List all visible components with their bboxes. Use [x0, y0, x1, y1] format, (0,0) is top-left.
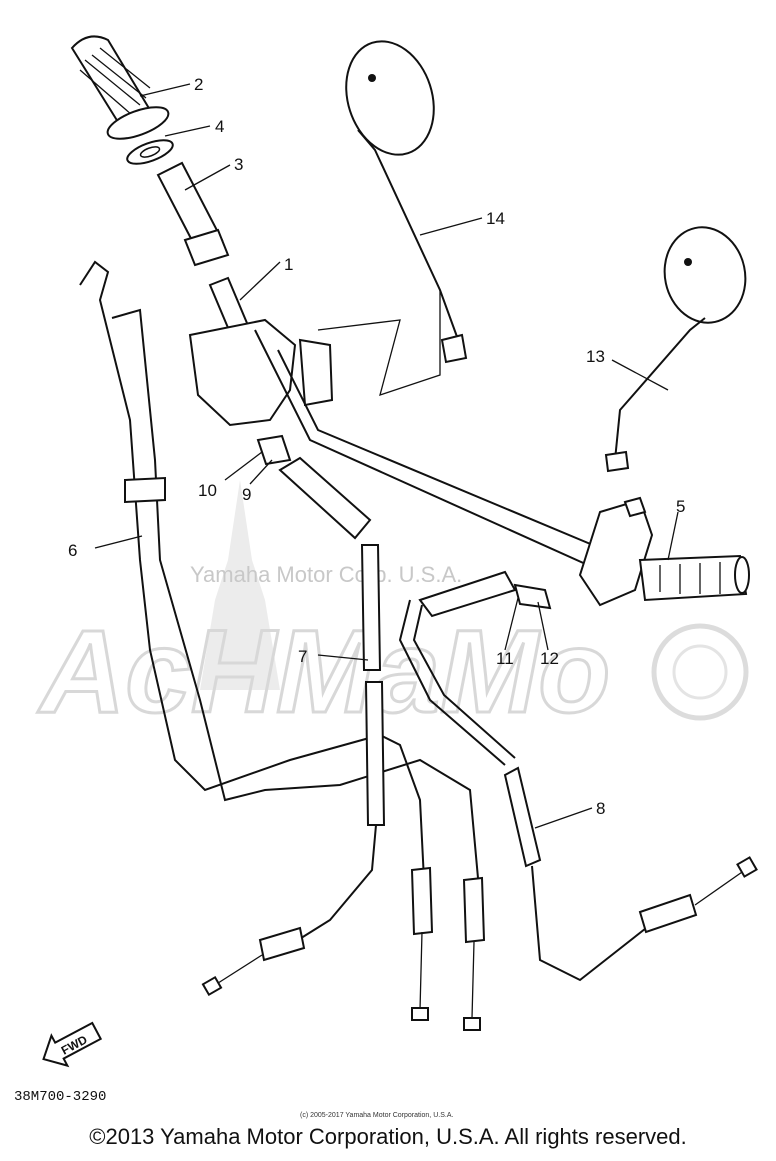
- callout-2: 2: [194, 75, 203, 94]
- callout-4: 4: [215, 117, 224, 136]
- watermark-text: Yamaha Motor Corp. U.S.A.: [190, 562, 462, 587]
- callout-14: 14: [486, 209, 505, 228]
- small-copyright: (c) 2005-2017 Yamaha Motor Corporation, …: [300, 1112, 453, 1119]
- callout-9: 9: [242, 485, 251, 504]
- callout-7: 7: [298, 647, 307, 666]
- callout-12: 12: [540, 649, 559, 668]
- callout-8: 8: [596, 799, 605, 818]
- watermark-logo: AcHMaMo: [37, 606, 610, 738]
- callout-3: 3: [234, 155, 243, 174]
- fwd-arrow: FWD: [42, 1021, 103, 1068]
- left-lever-holder: [256, 434, 372, 540]
- mirror-right: [604, 226, 747, 473]
- handlebar: [188, 276, 611, 576]
- callout-11: 11: [496, 649, 514, 668]
- callout-6: 6: [68, 541, 77, 560]
- callout-labels: 2 4 3 1 14 13 5 6 7 8 9 10 11 12: [68, 75, 685, 818]
- callout-5: 5: [676, 497, 685, 516]
- right-grip-assembly: [578, 496, 750, 607]
- right-lever-holder: [418, 570, 552, 618]
- callout-1: 1: [284, 255, 293, 274]
- leader-lines: [94, 83, 679, 829]
- left-grip-assembly: [70, 35, 230, 267]
- mirror-left: [345, 40, 468, 364]
- cable-8: [398, 599, 758, 982]
- watermark: AcHMaMo Yamaha Motor Corp. U.S.A.: [36, 480, 749, 740]
- cable-6: [79, 260, 486, 1031]
- callout-10: 10: [198, 481, 217, 500]
- callout-13: 13: [586, 347, 605, 366]
- part-code: 38M700-3290: [14, 1089, 106, 1105]
- copyright-footer: ©2013 Yamaha Motor Corporation, U.S.A. A…: [89, 1124, 687, 1149]
- cable-7: [201, 544, 386, 997]
